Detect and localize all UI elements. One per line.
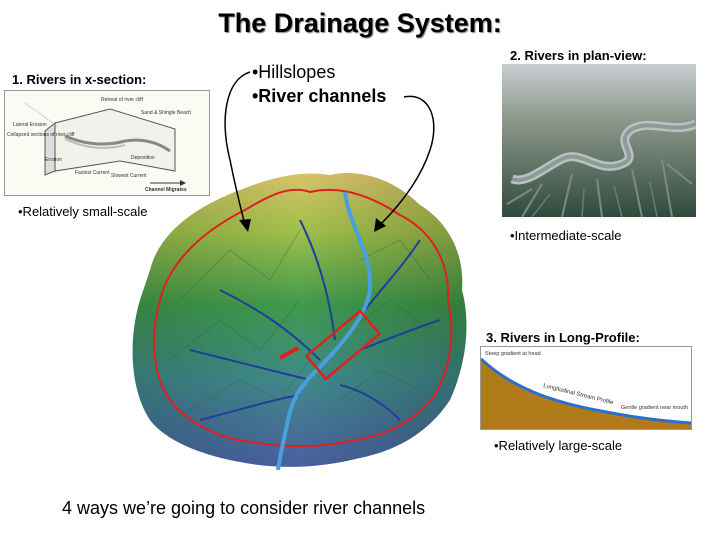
long-profile-drawing: Steep gradient at head Longitudinal Stre…	[479, 351, 692, 429]
label-sand: Sand & Shingle Beach	[141, 110, 191, 116]
panel1-heading: 1. Rivers in x-section:	[12, 72, 147, 87]
label-migrates: Channel Migrates	[145, 187, 187, 193]
cross-section-figure: Retreat of river cliff Sand & Shingle Be…	[4, 90, 210, 196]
hillslopes-arrow	[224, 71, 251, 226]
main-river-channel	[276, 191, 373, 471]
label-lateral: Lateral Erosion	[13, 122, 47, 128]
panel3-heading: 3. Rivers in Long-Profile:	[486, 330, 640, 345]
label-steep: Steep gradient at head	[485, 351, 541, 357]
panel1-scale: •Relatively small-scale	[18, 204, 148, 219]
label-deposition: Deposition	[131, 155, 155, 161]
cross-section-drawing: Retreat of river cliff Sand & Shingle Be…	[7, 97, 191, 193]
slide-title: The Drainage System:	[218, 8, 502, 38]
plan-view-drawing	[502, 64, 696, 217]
callout-hillslopes: •Hillslopes	[252, 62, 336, 82]
label-retreat: Retreat of river cliff	[101, 97, 143, 103]
long-profile-figure: Steep gradient at head Longitudinal Stre…	[479, 346, 692, 430]
panel2-heading: 2. Rivers in plan-view:	[510, 48, 647, 63]
plan-view-photo	[502, 64, 696, 217]
panel3-scale: •Relatively large-scale	[494, 438, 623, 453]
tributary-network	[189, 219, 441, 421]
callout-river-channels: •River channels	[252, 86, 387, 106]
footer-caption: 4 ways we’re going to consider river cha…	[62, 498, 426, 518]
label-slowest: Slowest Current	[111, 173, 147, 179]
hillslope-marker	[279, 346, 299, 360]
panel2-scale: •Intermediate-scale	[510, 228, 622, 243]
label-fastest: Fastest Current	[75, 170, 110, 176]
label-collapsed: Collapsed sections of river cliff	[7, 132, 75, 138]
highlighted-reach-box	[304, 309, 382, 381]
watershed-boundary	[153, 188, 453, 448]
label-erosion: Erosion	[45, 157, 62, 163]
label-gentle: Gentle gradient near mouth	[621, 405, 688, 411]
river-channels-arrow	[379, 95, 435, 226]
